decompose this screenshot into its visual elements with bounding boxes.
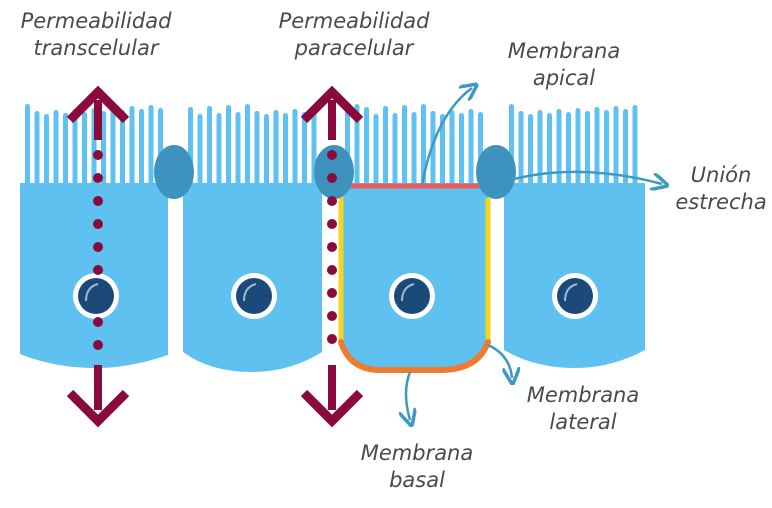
microvillus [245, 104, 250, 188]
microvillus [566, 112, 571, 188]
microvillus [44, 114, 49, 188]
microvillus [538, 110, 543, 188]
microvillus [393, 113, 398, 188]
microvillus [255, 111, 260, 188]
microvillus [130, 106, 135, 188]
microvillus [264, 114, 269, 188]
microvillus [604, 110, 609, 188]
basal-pointer-icon [406, 372, 410, 420]
microvillus [412, 112, 417, 188]
microvillus [149, 105, 154, 188]
microvillus [402, 105, 407, 188]
tight-junction-icon [154, 145, 194, 199]
microvillus [450, 110, 455, 188]
microvillus [111, 107, 116, 188]
microvillus [383, 106, 388, 188]
microvillus [585, 111, 590, 188]
microvillus [236, 112, 241, 188]
microvillus [469, 109, 474, 188]
microvillus [374, 114, 379, 188]
apical-pointer-icon [422, 88, 472, 185]
microvillus [283, 113, 288, 188]
microvillus [293, 109, 298, 188]
microvillus [25, 104, 30, 188]
microvillus [198, 114, 203, 188]
nucleus-icon [552, 273, 598, 319]
microvillus [207, 106, 212, 188]
microvillus [63, 113, 68, 188]
microvillus [576, 108, 581, 188]
microvillus [459, 113, 464, 188]
microvillus [547, 113, 552, 188]
microvillus [54, 110, 59, 188]
microvillus [139, 109, 144, 188]
microvillus [226, 105, 231, 188]
nucleus-icon [73, 273, 119, 319]
microvillus [595, 107, 600, 188]
tight-junction-icon [476, 145, 516, 199]
microvillus [35, 111, 40, 188]
microvillus [633, 105, 638, 188]
microvillus [557, 109, 562, 188]
microvillus [274, 110, 279, 188]
microvillus [302, 112, 307, 188]
microvillus [82, 112, 87, 188]
nucleus-icon [231, 273, 277, 319]
nucleus-icon [389, 273, 435, 319]
microvillus [364, 107, 369, 188]
microvillus [217, 113, 222, 188]
